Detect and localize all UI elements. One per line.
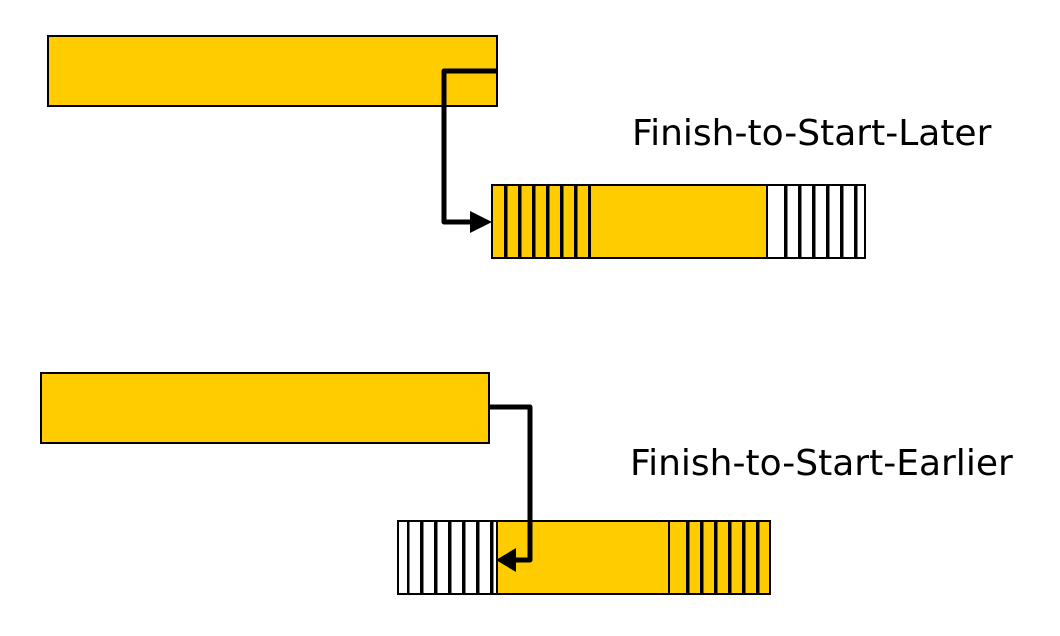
finish-to-start-later-group: [47, 35, 866, 259]
arrowhead-icon: [470, 211, 492, 233]
task-segment: [589, 184, 768, 259]
finish-to-start-earlier-label: Finish-to-Start-Earlier: [630, 443, 1013, 484]
predecessor-task-bar: [40, 372, 490, 444]
dependency-arrow: [441, 68, 497, 225]
predecessor-task-bar: [47, 35, 498, 107]
finish-to-start-earlier-group: [40, 372, 771, 595]
successor-task-bar: [491, 184, 866, 259]
arrowhead-icon: [496, 548, 516, 572]
successor-task-bar: [397, 520, 771, 595]
dependency-arrow: [489, 404, 533, 563]
finish-to-start-later-label: Finish-to-Start-Later: [632, 113, 992, 154]
